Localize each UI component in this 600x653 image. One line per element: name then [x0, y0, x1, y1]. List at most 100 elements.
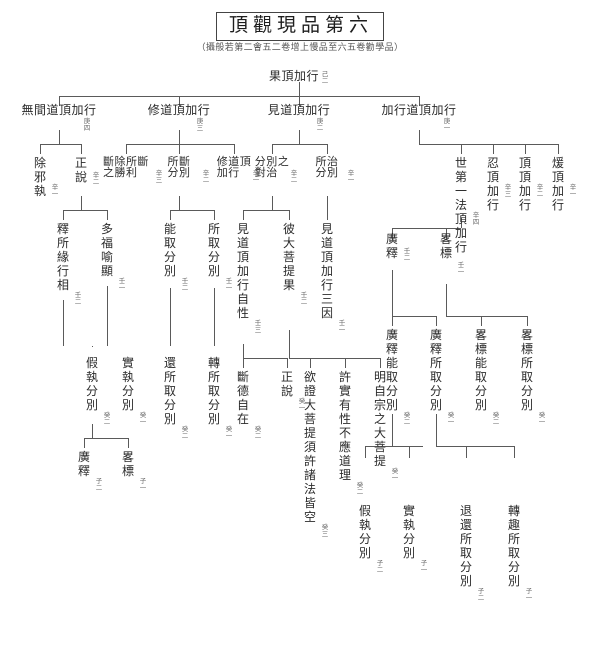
connector-shidiyi-bar	[392, 228, 461, 229]
node-xin-dingding-ann: 辛二	[536, 183, 544, 198]
node-ren-suoqu[interactable]: 所取分別	[207, 222, 220, 278]
node-ren-bidaputi-ann: 壬二	[300, 291, 308, 306]
connector-xiudao-c1	[126, 144, 127, 154]
connector-shidiyi-c2	[446, 228, 447, 240]
node-gui-zhengshuo-ann: 癸一	[298, 397, 306, 412]
connector-jiaxing-c2	[493, 144, 494, 154]
node-geng-3[interactable]: 修道頂加行	[147, 103, 211, 117]
node-xin-suoduan[interactable]: 所斷分別	[167, 155, 191, 179]
node-gui-gsnengqu[interactable]: 廣釋能取分別	[385, 328, 398, 412]
connector-suoduan-c2	[214, 210, 215, 220]
node-gui-xushiyou-ann: 癸二	[356, 481, 364, 496]
node-geng-2[interactable]: 見道頂加行	[267, 103, 331, 117]
node-xin-zhengshuo[interactable]: 正說	[74, 156, 87, 184]
connector-jiandao-stem	[299, 130, 300, 144]
connector-guangshi-bar	[392, 316, 436, 317]
node-zi-shizhi[interactable]: 實執分別	[402, 504, 415, 560]
connector-lvebiao-stem	[446, 284, 447, 316]
node-gui-zhengshuo[interactable]: 正說	[280, 370, 293, 398]
node-zi-guangshi[interactable]: 廣釋	[77, 450, 90, 478]
node-ren-jiandaozixing[interactable]: 見道頂加行自性	[236, 222, 249, 320]
node-xin-dingding[interactable]: 頂頂加行	[518, 156, 531, 212]
connector-suozhi-stem	[327, 196, 328, 220]
connector-wujian-c2	[81, 144, 82, 154]
connector-guangshi-stem	[392, 270, 393, 316]
connector-xiudao-bar	[126, 144, 234, 145]
node-gui-yuzheng[interactable]: 欲證大菩提須許諸法皆空	[303, 370, 316, 524]
node-zi-zhuanqu[interactable]: 轉趣所取分別	[507, 504, 520, 588]
connector-lvebiao-c2	[527, 316, 528, 326]
node-gui-shizhi-ann: 癸一	[139, 411, 147, 426]
node-gui-mingzizong[interactable]: 明自宗之大菩提	[373, 370, 386, 468]
node-gui-zhuansuoqu[interactable]: 轉所取分別	[207, 356, 220, 426]
connector-wujian-stem	[59, 130, 60, 144]
connector-fenbie-stem	[272, 196, 273, 210]
node-geng-4[interactable]: 無間道頂加行	[21, 103, 97, 117]
node-ren-sanyin[interactable]: 見道頂加行三因	[320, 222, 333, 320]
connector-jiazhi-stem	[92, 424, 93, 438]
node-xin-duanchu-ann: 辛三	[155, 169, 163, 184]
connector-bida-c3	[380, 358, 381, 368]
document-title-wrap: 頂觀現品第六	[0, 12, 600, 41]
node-zi-zhuanqu-ann: 子一	[525, 587, 533, 602]
node-xin-duanchu[interactable]: 斷除所斷之勝利	[103, 155, 149, 179]
connector-geng-spine	[59, 96, 419, 97]
connector-xiudao-stem	[179, 130, 180, 144]
node-gui-huansuoqu-ann: 癸二	[181, 425, 189, 440]
connector-gsnq-c1	[365, 446, 366, 458]
node-ren-bidaputi[interactable]: 彼大菩提果	[282, 222, 295, 292]
node-ren-duofu[interactable]: 多福喻顯	[100, 222, 113, 278]
node-ren-suoqu-ann: 壬一	[225, 277, 233, 292]
connector-fenbie-bar	[243, 210, 289, 211]
node-xin-chuxieji[interactable]: 除邪執	[33, 156, 46, 198]
node-xin-xiudao[interactable]: 修道頂加行	[216, 155, 252, 179]
connector-guangshi-c1	[392, 316, 393, 326]
connector-gssq-stem	[436, 414, 437, 446]
node-gui-duandezizai[interactable]: 斷德自在	[236, 370, 249, 426]
connector-gssq-bar	[436, 446, 514, 447]
node-ren-duofu-ann: 壬一	[118, 277, 126, 292]
node-gui-lbnengqu[interactable]: 畧標能取分別	[474, 328, 487, 412]
node-zi-lvebiao-ann: 子一	[139, 477, 147, 492]
node-ren-shisuoyuan-ann: 壬二	[74, 291, 82, 306]
node-xin-renjia[interactable]: 忍頂加行	[486, 156, 499, 212]
connector-zhengshuo-stem	[81, 196, 82, 210]
node-gui-huansuoqu[interactable]: 還所取分別	[163, 356, 176, 426]
node-xin-nuanding[interactable]: 煖頂加行	[551, 156, 564, 212]
node-ren-nengqu[interactable]: 能取分別	[163, 222, 176, 278]
node-xin-suozhifenbie[interactable]: 所治分別	[315, 155, 339, 179]
node-ren-guangshi[interactable]: 廣釋	[385, 232, 398, 260]
connector-fenbie-c2	[289, 210, 290, 220]
node-root[interactable]: 果頂加行己二	[268, 69, 329, 85]
node-zi-jiazhi[interactable]: 假執分別	[358, 504, 371, 560]
node-zi-tuihuan-ann: 子二	[477, 587, 485, 602]
connector-gsnq-bar	[365, 446, 423, 447]
node-ren-jiandaozixing-ann: 壬三	[254, 319, 262, 334]
node-geng-1[interactable]: 加行道頂加行	[381, 103, 457, 117]
connector-zixing-bar	[243, 358, 287, 359]
connector-suoduan-c1	[170, 210, 171, 220]
node-xin-fenbieduizhi[interactable]: 分別之對治	[254, 155, 290, 179]
connector-zixing-stem	[243, 344, 244, 358]
node-zi-tuihuan[interactable]: 退還所取分別	[459, 504, 472, 588]
node-gui-duandezizai-ann: 癸二	[254, 425, 262, 440]
node-gui-lbsuoqu[interactable]: 畧標所取分別	[520, 328, 533, 412]
node-ren-lvebiao[interactable]: 畧標	[439, 232, 452, 260]
connector-suoduan-stem	[179, 196, 180, 210]
connector-suoduan-bar	[170, 210, 214, 211]
connector-bida-c2	[345, 358, 346, 368]
node-gui-gsnengqu-ann: 癸二	[403, 411, 411, 426]
connector-root-stem	[299, 82, 300, 96]
node-zi-lvebiao[interactable]: 畧標	[121, 450, 134, 478]
connector-lvebiao-c1	[481, 316, 482, 326]
node-xin-zhengshuo-ann: 辛二	[92, 171, 100, 186]
node-gui-jiazhi[interactable]: 假執分別	[85, 356, 98, 412]
node-gui-yuzheng-ann: 癸三	[321, 523, 329, 538]
node-gui-gssuoqu[interactable]: 廣釋所取分別	[429, 328, 442, 412]
node-ren-shisuoyuan[interactable]: 釋所緣行相	[56, 222, 69, 292]
node-xin-suoduan-ann: 辛二	[202, 169, 210, 184]
node-xin-shidiyifa[interactable]: 世第一法頂加行	[454, 156, 467, 254]
node-gui-xushiyou[interactable]: 許實有性不應道理	[338, 370, 351, 482]
node-gui-shizhi[interactable]: 實執分別	[121, 356, 134, 412]
connector-xiudao-c3	[234, 144, 235, 154]
